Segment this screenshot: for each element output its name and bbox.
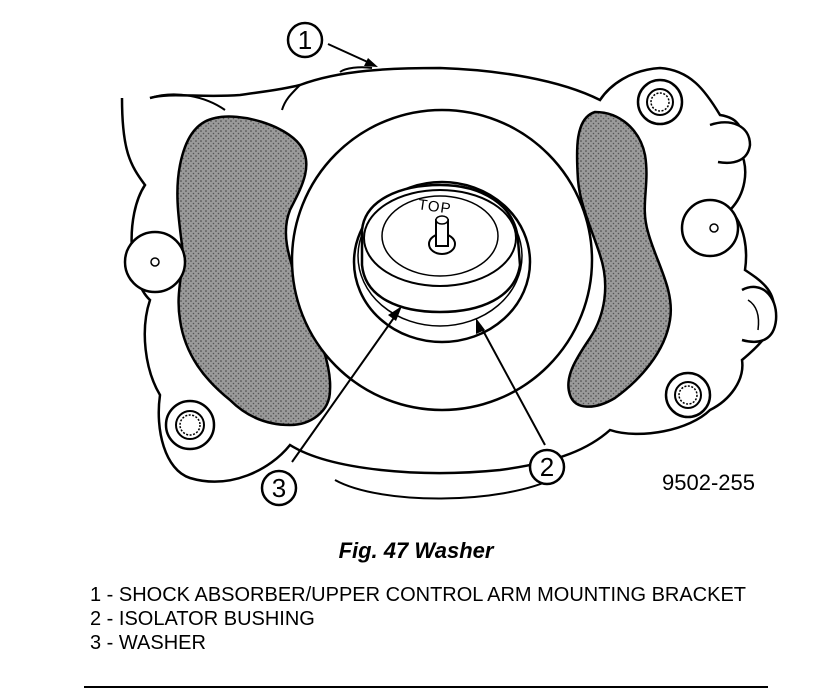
callout-3-leader — [291, 306, 402, 463]
svg-text:2: 2 — [540, 452, 554, 482]
shaft-stud — [428, 215, 456, 255]
legend-item-washer: 3 - WASHER — [90, 632, 206, 654]
stud-left — [123, 230, 187, 294]
washer-diagram: TOP 1 2 3 9502-255 — [120, 21, 778, 507]
top-marking-text: TOP — [417, 196, 453, 218]
bottom-rule — [84, 686, 768, 688]
legend-item-bracket: 1 - SHOCK ABSORBER/UPPER CONTROL ARM MOU… — [90, 584, 747, 606]
bracket-outline — [120, 66, 776, 483]
svg-text:3: 3 — [272, 473, 286, 503]
callout-2: 2 — [528, 448, 566, 486]
legend-item-isolator-bushing: 2 - ISOLATOR BUSHING — [90, 608, 315, 630]
bolt-hole-bottom-left — [164, 399, 216, 451]
legend: 1 - SHOCK ABSORBER/UPPER CONTROL ARM MOU… — [90, 583, 770, 655]
callout-1: 1 — [286, 21, 324, 59]
callout-1-leader — [327, 43, 378, 67]
callout-2-leader — [476, 318, 546, 446]
stud-right — [680, 198, 740, 258]
figure-number: 9502-255 — [662, 470, 755, 495]
figure-caption: Fig. 47 Washer — [338, 538, 494, 563]
callout-3: 3 — [260, 469, 298, 507]
svg-text:1: 1 — [298, 25, 312, 55]
bolt-hole-bottom-right — [664, 371, 712, 419]
left-pad — [176, 115, 332, 427]
bolt-hole-top-right — [636, 78, 684, 126]
